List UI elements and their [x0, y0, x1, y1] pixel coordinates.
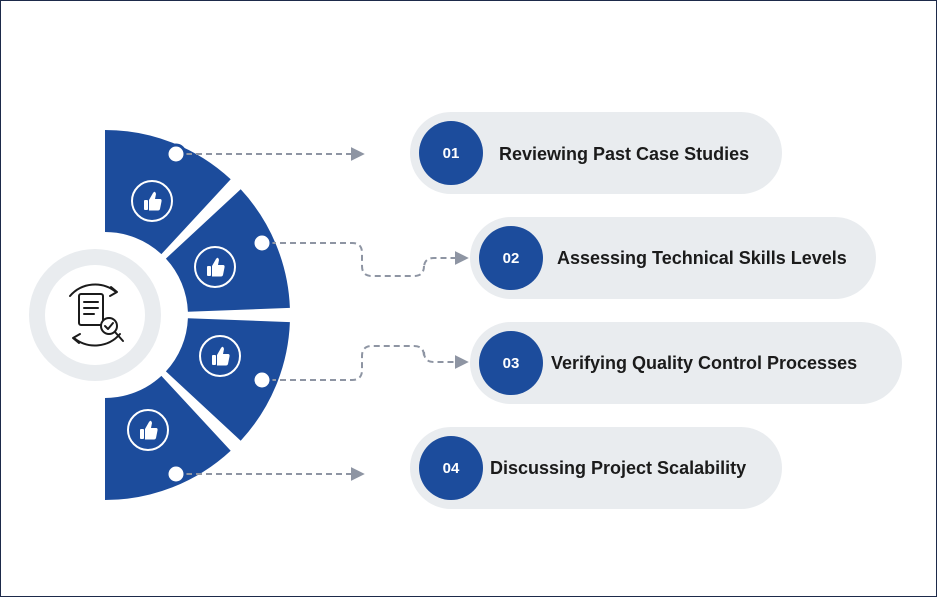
- segment-3: [165, 318, 290, 441]
- step-number-badge: [479, 331, 543, 395]
- thumbs-up-icon: [194, 246, 236, 288]
- step-label: Verifying Quality Control Processes: [551, 353, 857, 373]
- step-pill: [410, 427, 782, 509]
- step-pill: [470, 322, 902, 404]
- step-3: 03 Verifying Quality Control Processes: [470, 322, 902, 404]
- document-review-cycle-icon: [69, 283, 124, 347]
- connector-2: [270, 242, 469, 277]
- step-label: Reviewing Past Case Studies: [499, 144, 749, 164]
- step-number-badge: [419, 436, 483, 500]
- connector-3: [270, 345, 469, 381]
- connector-dot-2: [251, 232, 273, 254]
- thumbs-up-icon: [131, 180, 173, 222]
- connector-dot-3: [251, 369, 273, 391]
- connector-dots: [165, 143, 273, 485]
- step-number: 04: [443, 460, 460, 477]
- step-number: 01: [443, 145, 460, 162]
- segment-1: [105, 130, 231, 255]
- connector-dot-4: [165, 463, 187, 485]
- step-1: 01 Reviewing Past Case Studies: [410, 112, 782, 194]
- step-number-badge: [479, 226, 543, 290]
- step-pill: [470, 217, 876, 299]
- step-number: 03: [503, 355, 520, 372]
- thumbs-up-icon: [199, 335, 241, 377]
- thumbs-up-icon: [127, 409, 169, 451]
- step-number: 02: [503, 250, 520, 267]
- step-label: Discussing Project Scalability: [490, 458, 746, 478]
- step-pill: [410, 112, 782, 194]
- connectors: [186, 147, 469, 481]
- segment-4: [105, 375, 231, 500]
- step-number-badge: [419, 121, 483, 185]
- step-label: Assessing Technical Skills Levels: [557, 248, 847, 268]
- connector-dot-1: [165, 143, 187, 165]
- step-2: 02 Assessing Technical Skills Levels: [470, 217, 876, 299]
- step-4: 04 Discussing Project Scalability: [410, 427, 782, 509]
